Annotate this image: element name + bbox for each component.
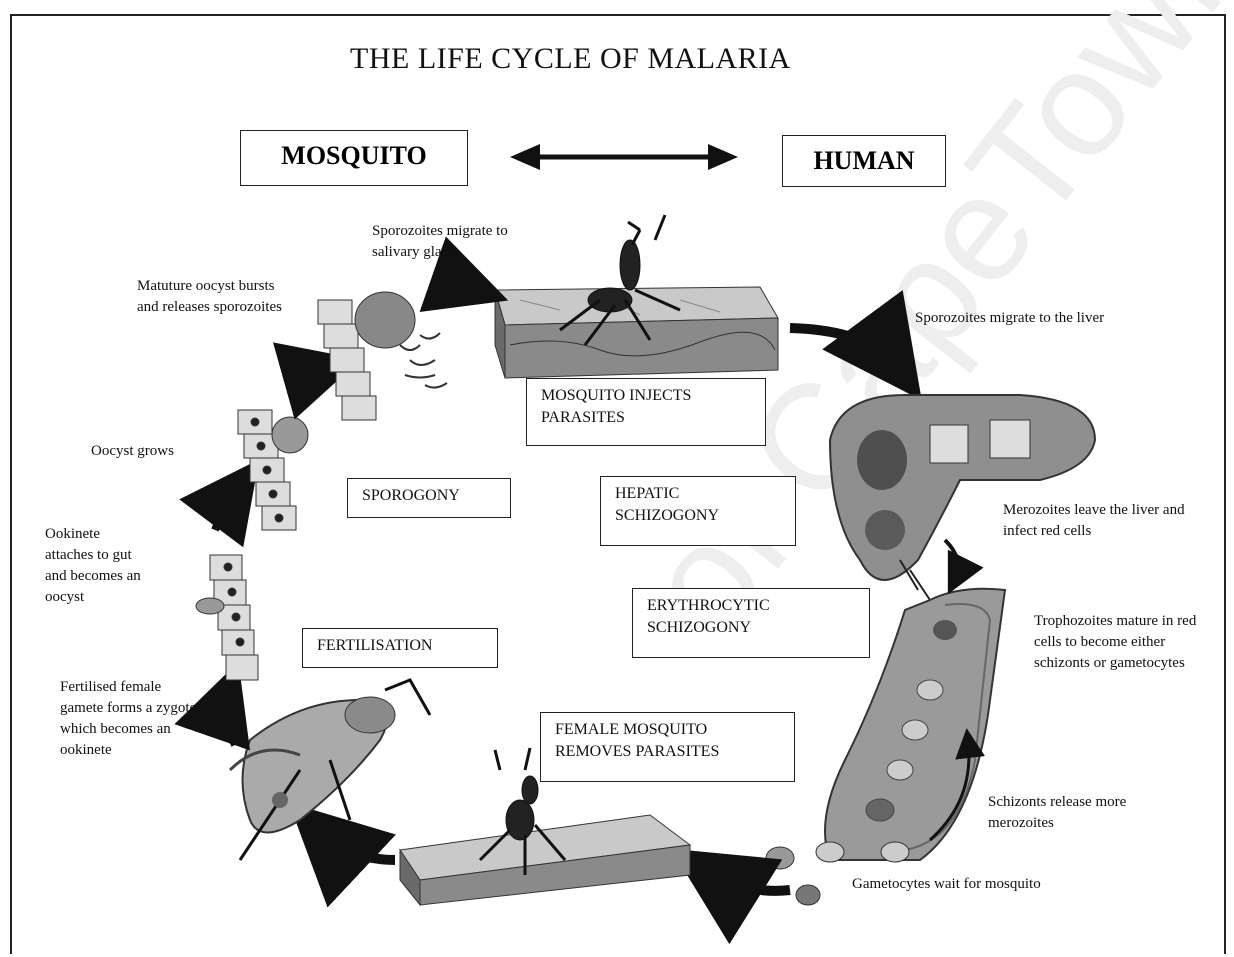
stage-female-mosquito-removes: FEMALE MOSQUITO REMOVES PARASITES	[540, 712, 795, 782]
gut-cells-lower	[196, 555, 258, 680]
label-mature-oocyst: Matuture oocyst bursts and releases spor…	[137, 276, 282, 318]
skin-block-top	[495, 287, 778, 378]
label-schizonts-release: Schizonts release more merozoites	[988, 792, 1188, 834]
label-fertilised-gamete: Fertilised female gamete forms a zygote …	[60, 677, 200, 761]
label-sporozoites-salivary: Sporozoites migrate to salivary gland	[372, 221, 552, 263]
gut-cells-upper	[318, 292, 447, 420]
label-trophozoites: Trophozoites mature in red cells to beco…	[1034, 611, 1214, 674]
label-merozoites-leave: Merozoites leave the liver and infect re…	[1003, 500, 1203, 542]
mosquito-header: MOSQUITO	[240, 130, 468, 186]
stage-erythrocytic-schizogony: ERYTHROCYTIC SCHIZOGONY	[632, 588, 870, 658]
gut-cells-middle	[238, 410, 308, 530]
skin-block-bottom	[400, 815, 690, 905]
liver-icon	[830, 395, 1095, 600]
label-ookinete-attaches: Ookinete attaches to gut and becomes an …	[45, 524, 150, 608]
stage-sporogony: SPOROGONY	[347, 478, 511, 518]
label-sporozoites-liver: Sporozoites migrate to the liver	[915, 308, 1155, 329]
human-header: HUMAN	[782, 135, 946, 187]
label-oocyst-grows: Oocyst grows	[91, 441, 221, 462]
double-arrow-icon	[510, 144, 738, 170]
label-gametocytes-wait: Gametocytes wait for mosquito	[852, 874, 1052, 895]
page-title: THE LIFE CYCLE OF MALARIA	[350, 42, 791, 76]
stage-fertilisation: FERTILISATION	[302, 628, 498, 668]
mosquito-gut-icon	[230, 680, 430, 860]
stage-mosquito-injects: MOSQUITO INJECTS PARASITES	[526, 378, 766, 446]
stage-hepatic-schizogony: HEPATIC SCHIZOGONY	[600, 476, 796, 546]
